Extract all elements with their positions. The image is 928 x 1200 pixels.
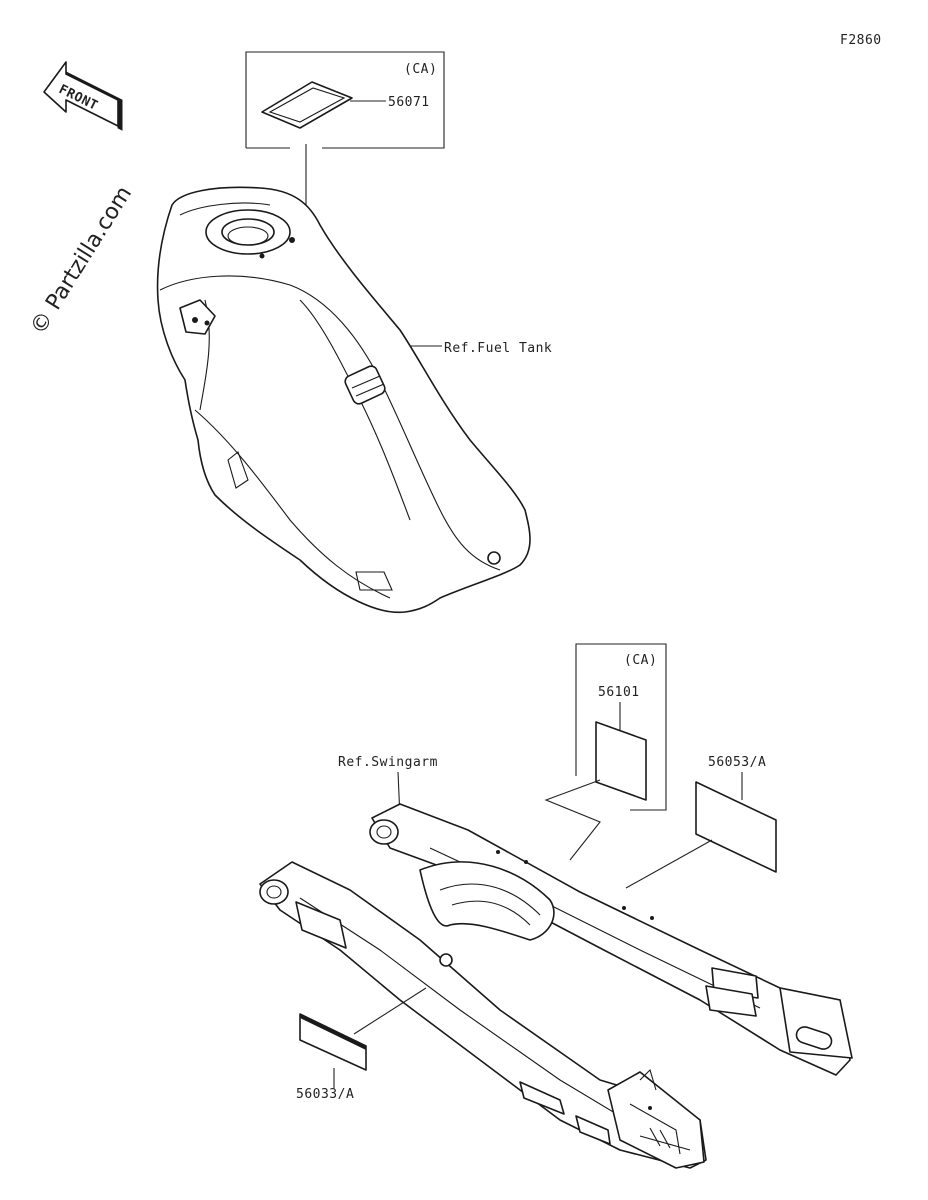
label-56053-icon <box>695 781 777 873</box>
fuel-tank-ref-label: Ref.Fuel Tank <box>444 341 552 356</box>
swingarm-inset-part-number: 56101 <box>598 685 640 700</box>
swingarm-inset-region: (CA) <box>624 653 657 668</box>
swingarm-left-label: 56033/A <box>296 1087 354 1102</box>
swingarm-group: (CA) 56101 56053/A Ref.Swingarm <box>259 643 853 1169</box>
fuel-tank-inset-region: (CA) <box>404 62 437 77</box>
fuel-tank-group: (CA) 56071 <box>156 51 552 614</box>
watermark: © Partzilla.com <box>26 182 137 339</box>
label-56071-icon <box>261 81 353 129</box>
fuel-tank-inset-part-number: 56071 <box>388 95 430 110</box>
swingarm-inset-box: (CA) 56101 <box>544 643 667 861</box>
label-56101-icon <box>595 721 647 801</box>
swingarm-ref-label: Ref.Swingarm <box>338 755 438 770</box>
fuel-tank-drawing <box>156 186 531 614</box>
front-arrow-icon: FRONT <box>43 61 123 131</box>
figure-code: F2860 <box>840 33 882 48</box>
swingarm-drawing <box>259 803 853 1169</box>
swingarm-right-label: 56053/A <box>708 755 766 770</box>
label-56033-icon <box>299 1013 367 1071</box>
